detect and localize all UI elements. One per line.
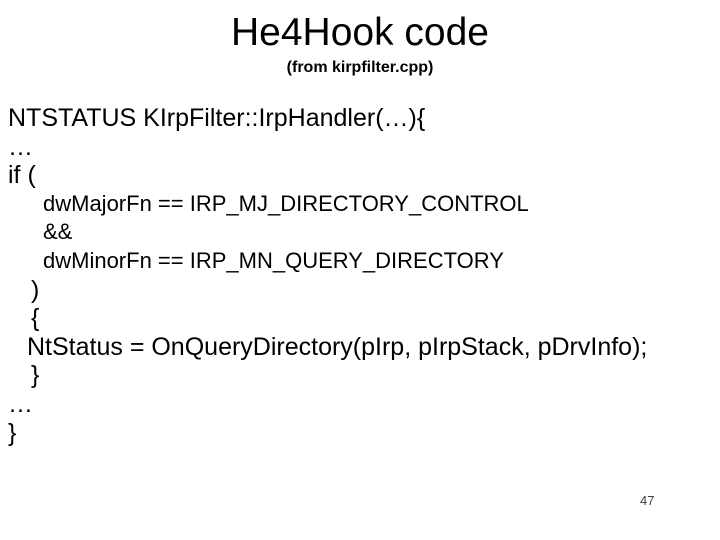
code-line: if ( xyxy=(8,161,36,190)
code-line: … xyxy=(8,132,33,161)
code-line: } xyxy=(31,361,40,390)
code-line: dwMinorFn == IRP_MN_QUERY_DIRECTORY xyxy=(43,247,504,273)
code-line: ) xyxy=(31,275,40,304)
slide-page-number: 47 xyxy=(640,493,655,508)
code-line: NTSTATUS KIrpFilter::IrpHandler(…){ xyxy=(8,104,426,132)
code-line: { xyxy=(31,304,40,333)
code-line: dwMajorFn == IRP_MJ_DIRECTORY_CONTROL xyxy=(43,190,529,216)
slide-subtitle: (from kirpfilter.cpp) xyxy=(286,59,434,76)
code-line: } xyxy=(8,418,17,447)
code-line: … xyxy=(8,389,33,418)
code-line: && xyxy=(43,219,73,245)
code-line: NtStatus = OnQueryDirectory(pIrp, pIrpSt… xyxy=(27,332,648,361)
slide-title: He4Hook code xyxy=(231,11,489,54)
code-block: NTSTATUS KIrpFilter::IrpHandler(…){ … if… xyxy=(0,104,720,447)
